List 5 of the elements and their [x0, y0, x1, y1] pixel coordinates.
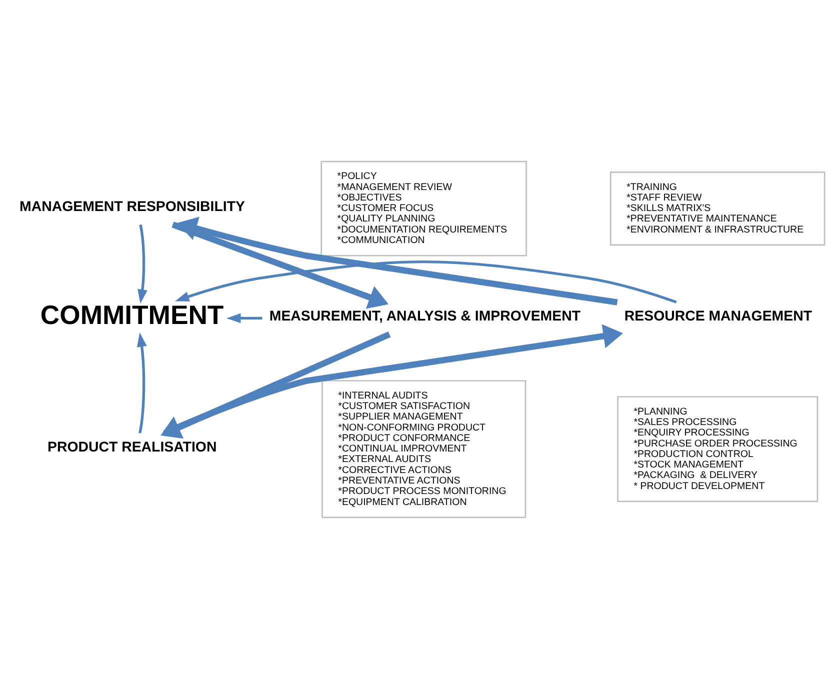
node-text: RESOURCE MANAGEMENT	[624, 308, 812, 325]
node-text: PRODUCT REALISATION	[48, 440, 217, 456]
node-text: MANAGEMENT RESPONSIBILITY	[20, 199, 245, 216]
node-text: COMMITMENT	[40, 300, 224, 330]
node-text: MEASUREMENT, ANALYSIS & IMPROVEMENT	[269, 308, 581, 325]
